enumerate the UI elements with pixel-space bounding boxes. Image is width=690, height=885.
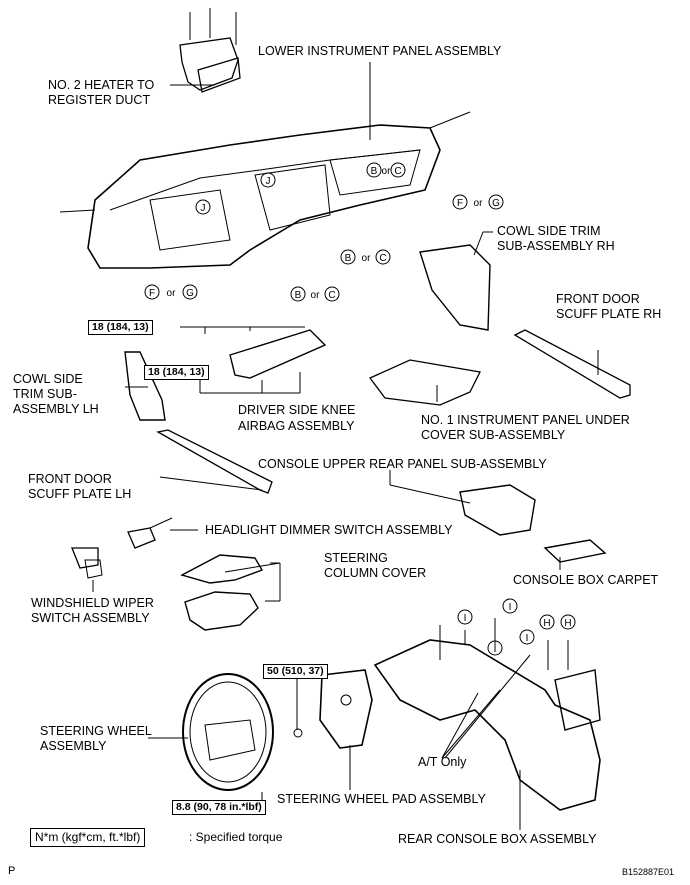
callout-b-mid: B (345, 253, 352, 264)
label-steering-wheel-line2: ASSEMBLY (40, 739, 107, 753)
callout-g-right: G (492, 198, 500, 209)
callout-or-left: or (167, 288, 177, 299)
callout-h-1: H (543, 618, 550, 629)
callout-i-4: I (494, 644, 497, 655)
callout-j-left: J (201, 203, 206, 214)
callout-c-mid: C (379, 253, 386, 264)
callout-g-left: G (186, 288, 194, 299)
label-console-carpet: CONSOLE BOX CARPET (513, 573, 659, 587)
page-mark: P (8, 865, 16, 877)
label-scuff-rh-line1: FRONT DOOR (556, 292, 640, 306)
callout-c-top: C (394, 166, 401, 177)
label-cowl-lh-line3: ASSEMBLY LH (13, 402, 99, 416)
label-knee-airbag-line2: AIRBAG ASSEMBLY (238, 419, 355, 433)
label-console-upper-rear: CONSOLE UPPER REAR PANEL SUB-ASSEMBLY (258, 457, 547, 471)
torque-wheel: 8.8 (90, 78 in.*lbf) (172, 800, 266, 815)
label-cowl-rh-line2: SUB-ASSEMBLY RH (497, 239, 615, 253)
callout-or-top: or (382, 166, 392, 177)
callout-or-low: or (311, 290, 321, 301)
callout-i-3: I (526, 633, 529, 644)
figure-id: B152887E01 (622, 867, 675, 877)
callout-j-center: J (266, 176, 271, 187)
callout-c-low: C (328, 290, 335, 301)
label-wiper-switch-line2: SWITCH ASSEMBLY (31, 611, 150, 625)
label-at-only: A/T Only (418, 755, 467, 769)
label-under-cover-line2: COVER SUB-ASSEMBLY (421, 428, 566, 442)
torque-pad: 50 (510, 37) (263, 664, 328, 679)
callout-i-1: I (464, 613, 467, 624)
label-rear-console: REAR CONSOLE BOX ASSEMBLY (398, 832, 597, 846)
callout-f-left: F (149, 288, 155, 299)
torque-knee-lower: 18 (184, 13) (144, 365, 209, 380)
callout-i-2: I (509, 602, 512, 613)
label-cowl-rh-line1: COWL SIDE TRIM (497, 224, 601, 238)
callout-or-right: or (474, 198, 484, 209)
label-scuff-lh-line2: SCUFF PLATE LH (28, 487, 132, 501)
torque-knee-upper: 18 (184, 13) (88, 320, 153, 335)
label-steering-cover-line2: COLUMN COVER (324, 566, 427, 580)
callout-h-2: H (564, 618, 571, 629)
label-heater-duct-line2: REGISTER DUCT (48, 93, 151, 107)
label-scuff-lh-line1: FRONT DOOR (28, 472, 112, 486)
callout-b-low: B (295, 290, 302, 301)
label-cowl-lh-line1: COWL SIDE (13, 372, 83, 386)
label-headlight-switch: HEADLIGHT DIMMER SWITCH ASSEMBLY (205, 523, 453, 537)
label-wiper-switch-line1: WINDSHIELD WIPER (31, 596, 154, 610)
label-steering-pad: STEERING WHEEL PAD ASSEMBLY (277, 792, 486, 806)
label-cowl-lh-line2: TRIM SUB- (13, 387, 77, 401)
callout-or-mid: or (362, 253, 372, 264)
legend-torque-unit: N*m (kgf*cm, ft.*lbf) (30, 828, 146, 847)
label-knee-airbag-line1: DRIVER SIDE KNEE (238, 403, 356, 417)
label-lower-instrument-panel: LOWER INSTRUMENT PANEL ASSEMBLY (258, 44, 502, 58)
legend-torque-text: : Specified torque (189, 830, 283, 844)
label-heater-duct-line1: NO. 2 HEATER TO (48, 78, 155, 92)
label-under-cover-line1: NO. 1 INSTRUMENT PANEL UNDER (421, 413, 630, 427)
label-steering-wheel-line1: STEERING WHEEL (40, 724, 152, 738)
label-steering-cover-line1: STEERING (324, 551, 388, 565)
callout-b-top: B (371, 166, 378, 177)
callout-f-right: F (457, 198, 463, 209)
label-scuff-rh-line2: SCUFF PLATE RH (556, 307, 662, 321)
